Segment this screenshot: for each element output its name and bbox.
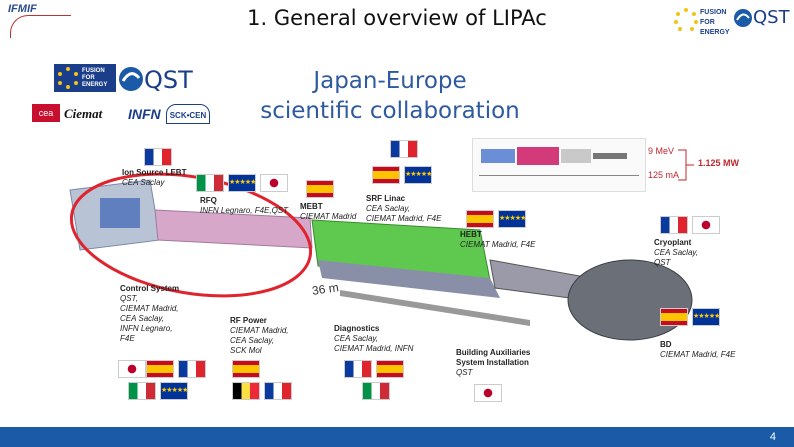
f4e-partner-logo: FUSION FOR ENERGY bbox=[54, 64, 116, 92]
ifmif-logo: IFMIF bbox=[8, 3, 37, 15]
flag-spain bbox=[466, 210, 494, 228]
flag-spain bbox=[660, 308, 688, 326]
flag-eu: ★★★★★ bbox=[404, 166, 432, 184]
srf-support bbox=[318, 260, 500, 298]
flag-japan bbox=[474, 384, 502, 402]
current-value: 125 mA bbox=[648, 170, 680, 180]
ciemat-logo: Ciemat bbox=[64, 106, 103, 121]
f4e-logo-header: FUSION FOR ENERGY bbox=[700, 9, 730, 36]
energy-value: 9 MeV bbox=[648, 146, 675, 156]
power-value: 1.125 MW bbox=[698, 158, 740, 168]
flag-eu: ★★★★★ bbox=[160, 382, 188, 400]
qst-swirl-icon bbox=[734, 9, 752, 27]
qst-logo-header: QST bbox=[753, 7, 790, 28]
qst-partner-logo: QST bbox=[144, 66, 193, 94]
flag-eu: ★★★★★ bbox=[498, 210, 526, 228]
f4e-partner-star-icon bbox=[58, 67, 78, 89]
flag-italy bbox=[196, 174, 224, 192]
footer-bar bbox=[0, 427, 794, 447]
flag-japan bbox=[692, 216, 720, 234]
flag-japan bbox=[260, 174, 288, 192]
flag-spain bbox=[232, 360, 260, 378]
qst-partner-swirl-icon bbox=[119, 67, 143, 91]
flag-france bbox=[178, 360, 206, 378]
sck-cen-logo: SCK•CEN bbox=[166, 104, 210, 124]
inset-axis bbox=[479, 175, 639, 176]
flag-france bbox=[144, 148, 172, 166]
flag-france bbox=[390, 140, 418, 158]
beam-dump bbox=[567, 259, 693, 341]
flag-japan bbox=[118, 360, 146, 378]
flag-spain bbox=[306, 180, 334, 198]
flag-spain bbox=[372, 166, 400, 184]
f4e-partner-text: FUSION FOR ENERGY bbox=[82, 68, 108, 88]
accelerator-inset-diagram bbox=[472, 138, 646, 192]
ifmif-logo-swoosh bbox=[10, 15, 71, 38]
infn-logo: INFN bbox=[128, 106, 161, 122]
inset-srf bbox=[561, 149, 591, 163]
inset-rfq bbox=[517, 147, 559, 165]
collaboration-heading: Japan-Europe scientific collaboration bbox=[250, 66, 530, 126]
flag-france bbox=[344, 360, 372, 378]
subtitle-line-2: scientific collaboration bbox=[260, 98, 520, 124]
flag-france bbox=[264, 382, 292, 400]
flag-eu: ★★★★★ bbox=[692, 308, 720, 326]
rfq-module bbox=[154, 209, 313, 249]
page-title: 1. General overview of LIPAc bbox=[247, 6, 547, 30]
lipac-beamline-illustration bbox=[69, 179, 693, 341]
inset-injector bbox=[481, 149, 515, 163]
flag-france bbox=[660, 216, 688, 234]
flag-italy bbox=[362, 382, 390, 400]
flag-spain bbox=[376, 360, 404, 378]
inset-hebt bbox=[593, 153, 627, 159]
page-number: 4 bbox=[769, 431, 776, 443]
f4e-star-icon bbox=[674, 8, 698, 31]
subtitle-line-1: Japan-Europe bbox=[313, 68, 467, 94]
flag-belgium bbox=[232, 382, 260, 400]
flag-italy bbox=[128, 382, 156, 400]
bracket-icon bbox=[678, 149, 694, 181]
ion-source bbox=[100, 198, 140, 228]
cea-logo: cea bbox=[32, 104, 60, 122]
flag-spain bbox=[146, 360, 174, 378]
beamline-base bbox=[340, 290, 530, 326]
flag-eu: ★★★★★ bbox=[228, 174, 256, 192]
